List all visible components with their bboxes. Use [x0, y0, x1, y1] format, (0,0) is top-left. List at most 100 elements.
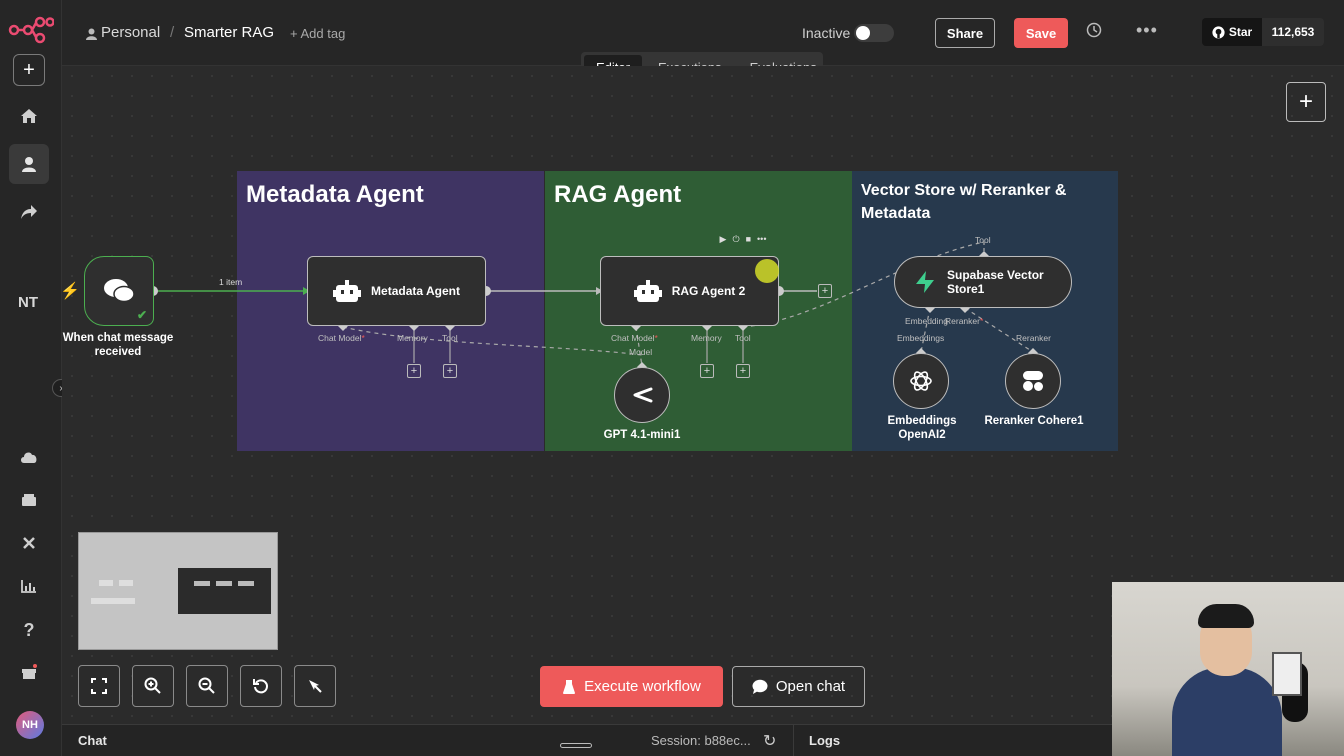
openai-logo-icon: [910, 371, 932, 391]
panel-resize-handle[interactable]: [560, 743, 592, 748]
presenter-hair: [1198, 604, 1254, 628]
session-id: Session: b88ec...: [651, 733, 751, 748]
workflow-status-label: Inactive: [802, 25, 851, 41]
github-star-label: Star: [1228, 25, 1253, 39]
port-tool-top: Tool: [975, 235, 991, 245]
port-reranker: Reranker*: [945, 316, 984, 326]
add-memory-plus-icon[interactable]: +: [407, 364, 421, 378]
canvas-minimap[interactable]: [78, 532, 278, 650]
trigger-bolt-icon: ⚡: [60, 283, 80, 300]
add-tool-rag-plus-icon[interactable]: +: [736, 364, 750, 378]
node-supabase-vector-store[interactable]: Supabase Vector Store1: [894, 256, 1072, 308]
node-metadata-agent-label: Metadata Agent: [371, 284, 460, 298]
mouse-cursor-highlight: [755, 259, 779, 283]
home-icon[interactable]: [9, 96, 49, 136]
embeddings-label: Embeddings OpenAI2: [887, 415, 957, 441]
fit-view-icon[interactable]: [78, 665, 120, 707]
sticky-note-vector-store[interactable]: Vector Store w/ Reranker & Metadata: [852, 171, 1118, 451]
add-tool-plus-icon[interactable]: +: [443, 364, 457, 378]
project-user-icon: [86, 27, 97, 44]
github-star-count: 112,653: [1262, 18, 1324, 46]
zoom-in-icon[interactable]: [132, 665, 174, 707]
success-check-icon: ✔: [136, 308, 147, 322]
add-node-plus-icon[interactable]: +: [1286, 82, 1326, 122]
chat-bubbles-icon: [104, 279, 135, 303]
toggle-knob: [856, 26, 870, 40]
share-button[interactable]: Share: [935, 18, 995, 48]
node-reranker-cohere[interactable]: [1005, 353, 1061, 409]
node-rag-agent[interactable]: RAG Agent 2: [600, 256, 779, 326]
port-model-label: Model: [629, 347, 653, 357]
github-star-widget[interactable]: Star 112,653: [1202, 18, 1324, 46]
cohere-logo-icon: [1023, 371, 1043, 391]
supabase-bolt-icon: [916, 271, 934, 293]
save-button[interactable]: Save: [1014, 18, 1068, 48]
port-chat-model-rag: Chat Model*: [611, 333, 658, 343]
breadcrumb-project[interactable]: Personal: [101, 24, 161, 41]
port-tool-metadata: Tool: [442, 333, 458, 343]
insights-chart-icon[interactable]: [9, 566, 49, 606]
active-toggle[interactable]: [854, 24, 894, 42]
presenter-webcam-overlay: [1112, 582, 1344, 756]
cloud-icon[interactable]: [9, 437, 49, 477]
node-metadata-agent[interactable]: Metadata Agent: [307, 256, 486, 326]
robot-icon: [633, 280, 662, 302]
add-tag-link[interactable]: + Add tag: [290, 26, 346, 41]
logs-panel-tab[interactable]: Logs: [809, 733, 841, 748]
reranker-label: Reranker Cohere1: [984, 415, 1084, 427]
more-options-icon[interactable]: •••: [1136, 20, 1158, 40]
open-chat-label: Open chat: [775, 678, 846, 695]
port-chat-model-metadata: Chat Model*: [318, 333, 365, 343]
tidy-up-wand-icon[interactable]: [294, 665, 336, 707]
port-embedding: Embedding: [905, 316, 949, 326]
history-clock-icon[interactable]: [1086, 22, 1102, 43]
chat-panel-tab[interactable]: Chat: [78, 733, 107, 748]
node-toolbar: ▶ ⏻ ■ •••: [705, 231, 781, 247]
delete-trash-icon[interactable]: ■: [745, 234, 752, 244]
sticky-title-vector: Vector Store w/ Reranker & Metadata: [861, 182, 1067, 222]
breadcrumb-separator: /: [170, 24, 175, 41]
workflow-name[interactable]: Smarter RAG: [184, 24, 275, 41]
port-tool-rag: Tool: [735, 333, 751, 343]
help-question-icon[interactable]: ?: [23, 619, 35, 640]
reset-session-icon[interactable]: ↻: [763, 733, 777, 750]
port-reranker-label: Reranker: [1016, 333, 1051, 343]
create-plus-icon[interactable]: +: [13, 54, 45, 86]
whats-new-gift-icon[interactable]: [9, 652, 49, 692]
share-arrow-icon[interactable]: [9, 192, 49, 232]
execute-workflow-button[interactable]: Execute workflow: [540, 666, 723, 707]
openrouter-chevron-icon: [633, 387, 653, 403]
templates-box-icon[interactable]: [9, 480, 49, 520]
minimap-viewport[interactable]: [178, 568, 271, 614]
wall-frame: [1272, 652, 1302, 696]
sticky-title-rag: RAG Agent: [554, 181, 682, 208]
n8n-logo-icon[interactable]: [8, 14, 54, 44]
run-node-play-icon[interactable]: ▶: [719, 233, 727, 244]
zoom-out-icon[interactable]: [186, 665, 228, 707]
sticky-title-metadata: Metadata Agent: [246, 181, 424, 208]
project-initials[interactable]: NT: [18, 294, 38, 311]
github-star-button[interactable]: Star: [1202, 18, 1262, 46]
open-chat-button[interactable]: Open chat: [732, 666, 865, 707]
user-avatar[interactable]: NH: [16, 711, 44, 739]
deactivate-power-icon[interactable]: ⏻: [732, 233, 740, 244]
panel-divider: [793, 725, 794, 756]
variables-x-icon[interactable]: [9, 523, 49, 563]
node-supabase-label: Supabase Vector Store1: [947, 268, 1044, 296]
node-more-icon[interactable]: •••: [757, 234, 767, 244]
add-memory-rag-plus-icon[interactable]: +: [700, 364, 714, 378]
add-next-node-plus-icon[interactable]: +: [818, 284, 832, 298]
robot-icon: [333, 280, 362, 302]
gpt-model-label: GPT 4.1-mini1: [603, 429, 681, 441]
node-embeddings-openai[interactable]: [893, 353, 949, 409]
chat-bubble-icon: [752, 679, 768, 694]
port-memory-rag: Memory: [691, 333, 722, 343]
personal-user-icon[interactable]: [9, 144, 49, 184]
presenter-body: [1172, 667, 1282, 756]
node-chat-trigger[interactable]: ✔: [84, 256, 154, 326]
reset-zoom-icon[interactable]: [240, 665, 282, 707]
node-gpt-model[interactable]: [614, 367, 670, 423]
minimap-preview-left: [91, 578, 151, 612]
trigger-label: When chat message received: [62, 332, 174, 358]
